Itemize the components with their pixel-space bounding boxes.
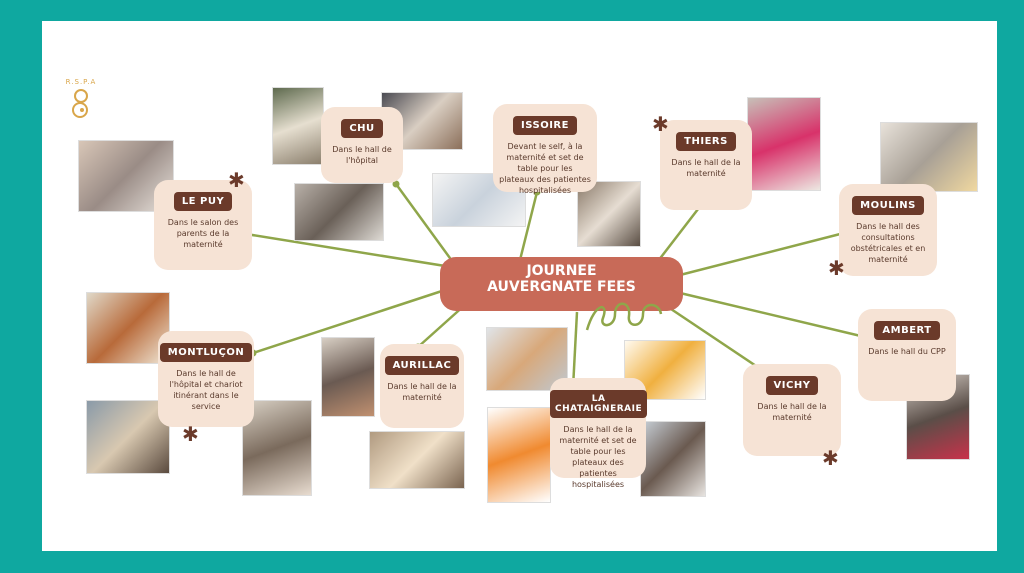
node-desc: Dans le hall de l'hôpital et chariot iti… xyxy=(169,369,243,411)
spiral-decoration-icon xyxy=(585,302,663,331)
node-chu: CHU Dans le hall de l'hôpital xyxy=(321,107,403,183)
photo-chataigneraie-3 xyxy=(487,407,551,503)
node-desc: Dans le hall de l'hôpital xyxy=(332,145,392,165)
photo-chataigneraie-2 xyxy=(624,340,706,400)
photo-aurillac-2 xyxy=(369,431,465,489)
node-tag: THIERS xyxy=(676,132,736,151)
node-tag: LA CHATAIGNERAIE xyxy=(550,390,648,418)
node-la-chataigneraie: LA CHATAIGNERAIE Dans le hall de la mate… xyxy=(550,378,648,489)
photo-thiers xyxy=(747,97,821,191)
node-tag: MOULINS xyxy=(852,196,924,215)
node-tag: VICHY xyxy=(765,376,819,395)
photo-aurillac-1 xyxy=(321,337,375,417)
node-tag: AURILLAC xyxy=(384,356,460,375)
node-desc: Dans le hall de la maternité xyxy=(671,158,741,178)
leaf-decoration-icon: ✱ xyxy=(822,446,839,470)
photo-montlucon-1 xyxy=(86,292,170,364)
node-montlucon: MONTLUÇON Dans le hall de l'hôpital et c… xyxy=(158,331,254,427)
node-vichy: VICHY Dans le hall de la maternité xyxy=(743,364,841,456)
node-desc: Dans le hall de la maternité xyxy=(757,402,827,422)
leaf-decoration-icon: ✱ xyxy=(182,422,199,446)
node-issoire: ISSOIRE Devant le self, à la maternité e… xyxy=(493,104,597,195)
node-tag: MONTLUÇON xyxy=(159,343,253,362)
leaf-decoration-icon: ✱ xyxy=(228,168,245,192)
photo-chu-3 xyxy=(294,183,384,241)
node-ambert: AMBERT Dans le hall du CPP xyxy=(858,309,956,401)
node-desc: Dans le hall du CPP xyxy=(868,347,946,356)
node-moulins: MOULINS Dans le hall des consultations o… xyxy=(839,184,937,276)
node-tag: CHU xyxy=(341,119,383,138)
leaf-decoration-icon: ✱ xyxy=(828,256,845,280)
rspa-logo: R.S.P.A xyxy=(64,78,98,124)
node-desc: Dans le hall de la maternité xyxy=(387,382,457,402)
node-desc: Devant le self, à la maternité et set de… xyxy=(499,142,591,195)
node-desc: Dans le hall des consultations obstétric… xyxy=(850,222,926,264)
center-title-line1: JOURNEE xyxy=(526,263,597,279)
center-node: JOURNEE AUVERGNATE FEES xyxy=(440,257,683,311)
node-desc: Dans le hall de la maternité et set de t… xyxy=(559,425,637,489)
photo-issoire-2 xyxy=(577,181,641,247)
node-tag: LE PUY xyxy=(173,192,233,211)
node-aurillac: AURILLAC Dans le hall de la maternité xyxy=(380,344,464,428)
center-title-line2: AUVERGNATE FEES xyxy=(487,279,636,295)
node-le-puy: LE PUY Dans le salon des parents de la m… xyxy=(154,180,252,270)
node-thiers: THIERS Dans le hall de la maternité xyxy=(660,120,752,210)
leaf-decoration-icon: ✱ xyxy=(652,112,669,136)
photo-chu-1 xyxy=(272,87,324,165)
photo-chataigneraie-4 xyxy=(640,421,706,497)
photo-montlucon-2 xyxy=(86,400,170,474)
node-tag: AMBERT xyxy=(874,321,940,340)
node-tag: ISSOIRE xyxy=(513,116,577,135)
logo-text: R.S.P.A xyxy=(65,78,97,86)
node-desc: Dans le salon des parents de la maternit… xyxy=(167,218,239,249)
mother-child-icon xyxy=(72,89,88,118)
photo-moulins xyxy=(880,122,978,192)
